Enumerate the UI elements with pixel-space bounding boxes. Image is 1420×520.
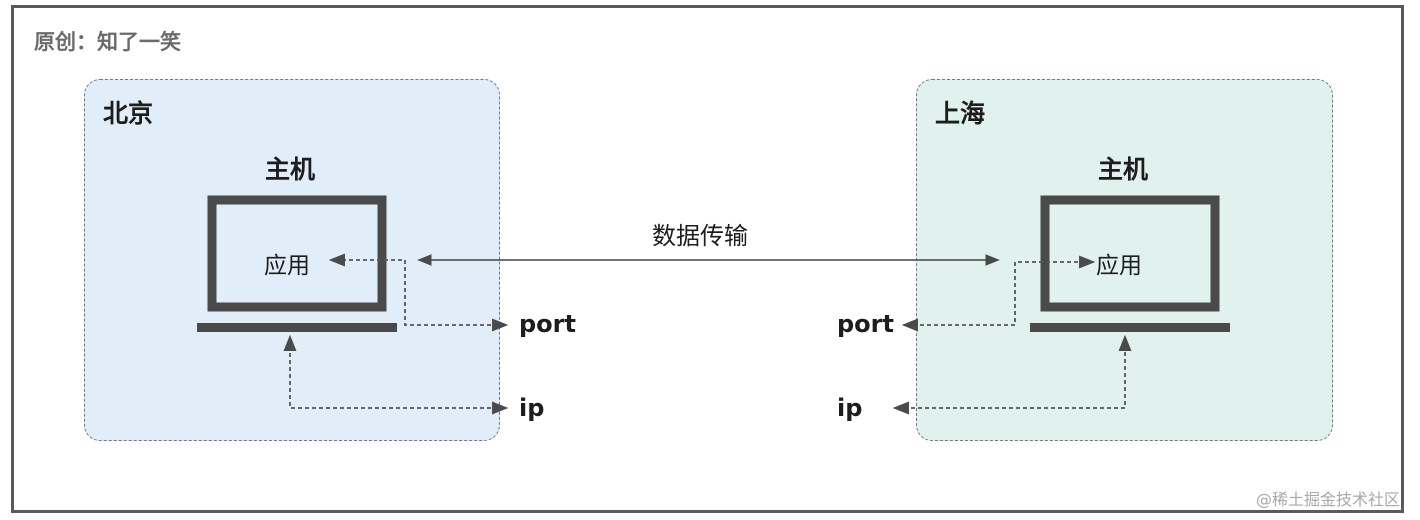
- laptop-base-shanghai: [1030, 323, 1230, 332]
- laptop-screen-beijing: [207, 195, 387, 312]
- ip-label-beijing: ip: [519, 394, 545, 422]
- host-label-shanghai: 主机: [1098, 155, 1149, 184]
- app-label-shanghai: 应用: [1096, 253, 1142, 279]
- host-label-beijing: 主机: [265, 155, 316, 184]
- credit-text: 原创：知了一笑: [34, 30, 181, 54]
- watermark-text: @稀土掘金技术社区: [1255, 490, 1400, 509]
- region-beijing-title: 北京: [103, 99, 154, 128]
- data-transfer-label: 数据传输: [652, 222, 748, 250]
- app-label-beijing: 应用: [264, 253, 310, 279]
- region-shanghai-title: 上海: [935, 99, 986, 128]
- port-label-beijing: port: [519, 310, 576, 338]
- laptop-screen-shanghai: [1040, 195, 1220, 312]
- ip-link-shanghai: [892, 334, 1132, 415]
- laptop-base-beijing: [197, 323, 397, 332]
- ip-link-beijing: [283, 334, 509, 415]
- port-link-shanghai: [901, 255, 1096, 332]
- ip-label-shanghai: ip: [837, 394, 863, 422]
- port-link-beijing: [328, 253, 509, 332]
- port-label-shanghai: port: [837, 310, 894, 338]
